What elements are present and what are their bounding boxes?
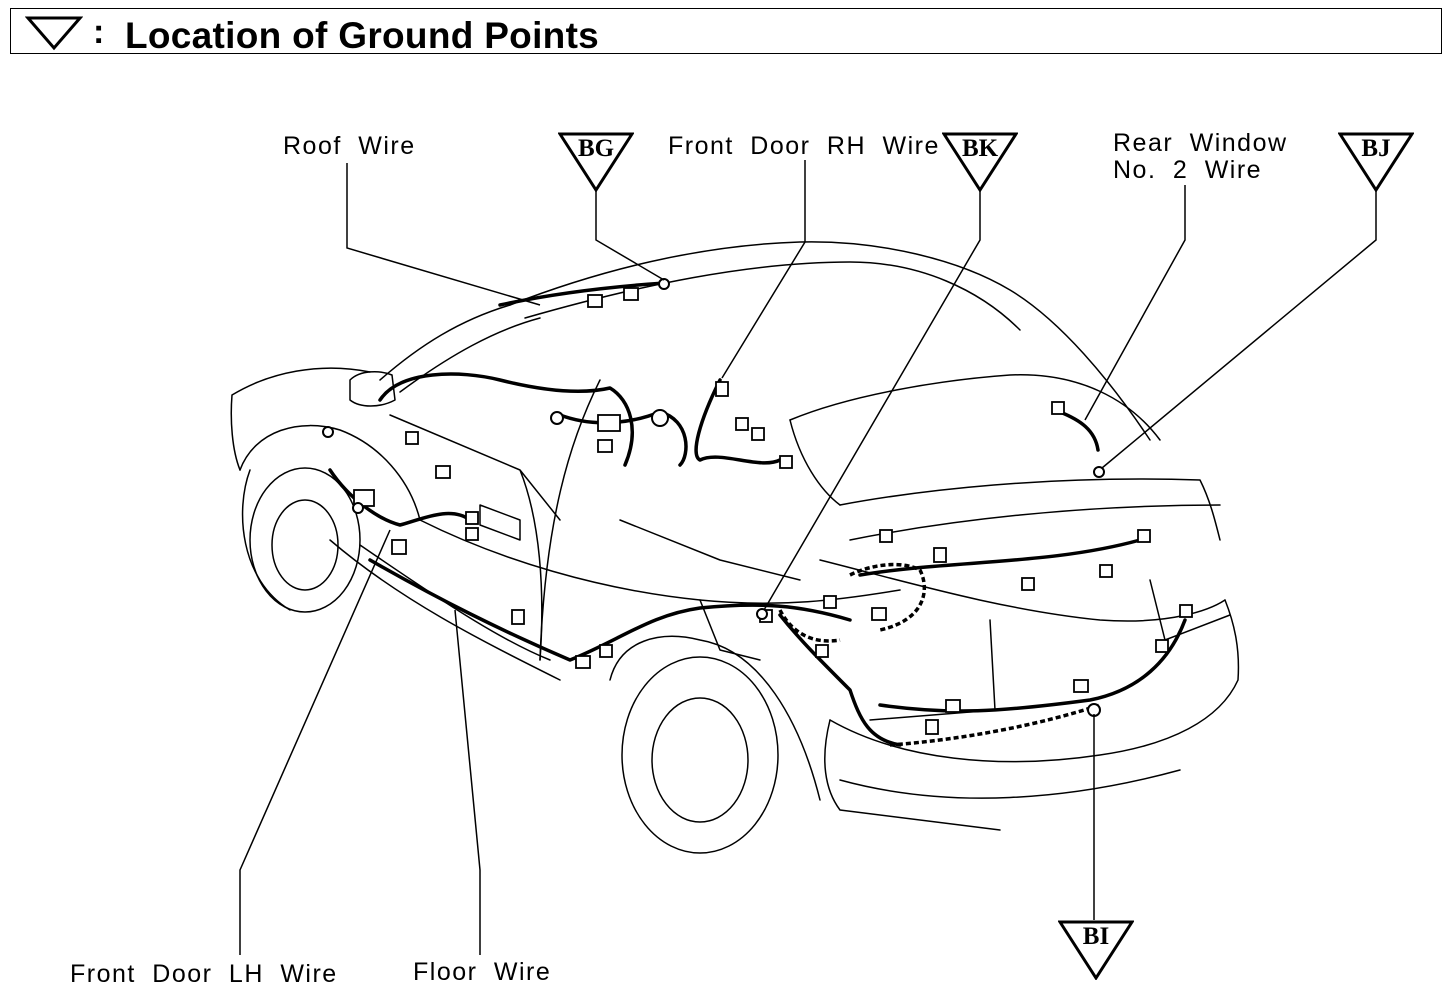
- ground-point-code: BJ: [1361, 135, 1391, 162]
- car-roof-inner: [524, 261, 1021, 331]
- leader-bj: [1101, 190, 1377, 469]
- label-rear-window-wire: Rear Window No. 2 Wire: [1113, 130, 1288, 184]
- leader-bk: [763, 190, 981, 611]
- car-roof-outline: [509, 241, 1151, 441]
- title-bar: : Location of Ground Points: [10, 8, 1442, 56]
- ground-point-triangle-icon: [942, 132, 1018, 192]
- label-front-door-rh-wire: Front Door RH Wire: [668, 132, 940, 160]
- trunk-lid: [839, 478, 1221, 541]
- ground-bolt-bj: [1093, 466, 1105, 478]
- side-sill: [329, 539, 561, 681]
- front-wheel: [249, 467, 361, 613]
- rh-door-harness: [694, 378, 782, 465]
- trunk-harness: [858, 538, 1142, 577]
- rear-end-outline: [819, 559, 1226, 622]
- rear-window-harness: [1058, 410, 1100, 452]
- windshield-outline: [379, 304, 511, 381]
- rear-bumper: [829, 599, 1240, 763]
- body-side-outline: [419, 519, 901, 605]
- ground-point-bk: BK: [942, 132, 1018, 192]
- leader-roof-wire: [346, 163, 541, 306]
- leader-bg: [595, 190, 665, 281]
- label-front-door-lh-wire: Front Door LH Wire: [70, 960, 338, 988]
- page-title: Location of Ground Points: [125, 15, 600, 56]
- front-body-outline: [239, 424, 421, 521]
- roof-wire-harness: [498, 281, 667, 307]
- ground-bolt-bk: [756, 608, 768, 620]
- label-rear-window-line2: No. 2 Wire: [1113, 156, 1263, 184]
- floor-wire-harness: [368, 558, 852, 662]
- ground-bolt-bg: [658, 278, 670, 290]
- label-rear-window-line1: Rear Window: [1113, 129, 1288, 157]
- label-floor-wire: Floor Wire: [413, 958, 552, 986]
- connector-group: [353, 287, 1193, 735]
- front-door-lh-harness: [328, 468, 472, 527]
- title-colon: :: [93, 13, 105, 51]
- ground-point-bg: BG: [558, 132, 634, 192]
- rear-window-outline: [789, 374, 1161, 441]
- ground-point-bj: BJ: [1338, 132, 1414, 192]
- leader-rear-window: [1084, 185, 1186, 421]
- ground-point-triangle-icon: [558, 132, 634, 192]
- ground-point-code: BK: [961, 135, 999, 162]
- hood-outline: [230, 367, 371, 471]
- ground-point-code: BG: [577, 135, 615, 162]
- ground-point-triangle-icon: [25, 16, 83, 51]
- leader-front-door-rh: [721, 160, 806, 379]
- ground-point-bi: BI: [1058, 920, 1134, 980]
- ground-point-triangle-icon: [1058, 920, 1134, 980]
- side-mirror: [349, 370, 396, 407]
- label-roof-wire: Roof Wire: [283, 132, 416, 160]
- ground-point-code: BI: [1082, 923, 1110, 950]
- leader-front-door-lh: [239, 529, 391, 955]
- rear-floor-harness: [778, 613, 902, 747]
- leader-floor-wire: [454, 609, 481, 955]
- ground-point-triangle-icon: [1338, 132, 1414, 192]
- dash-harness: [378, 372, 634, 467]
- rear-bumper-harness: [878, 618, 1187, 713]
- rear-wheel: [621, 656, 779, 854]
